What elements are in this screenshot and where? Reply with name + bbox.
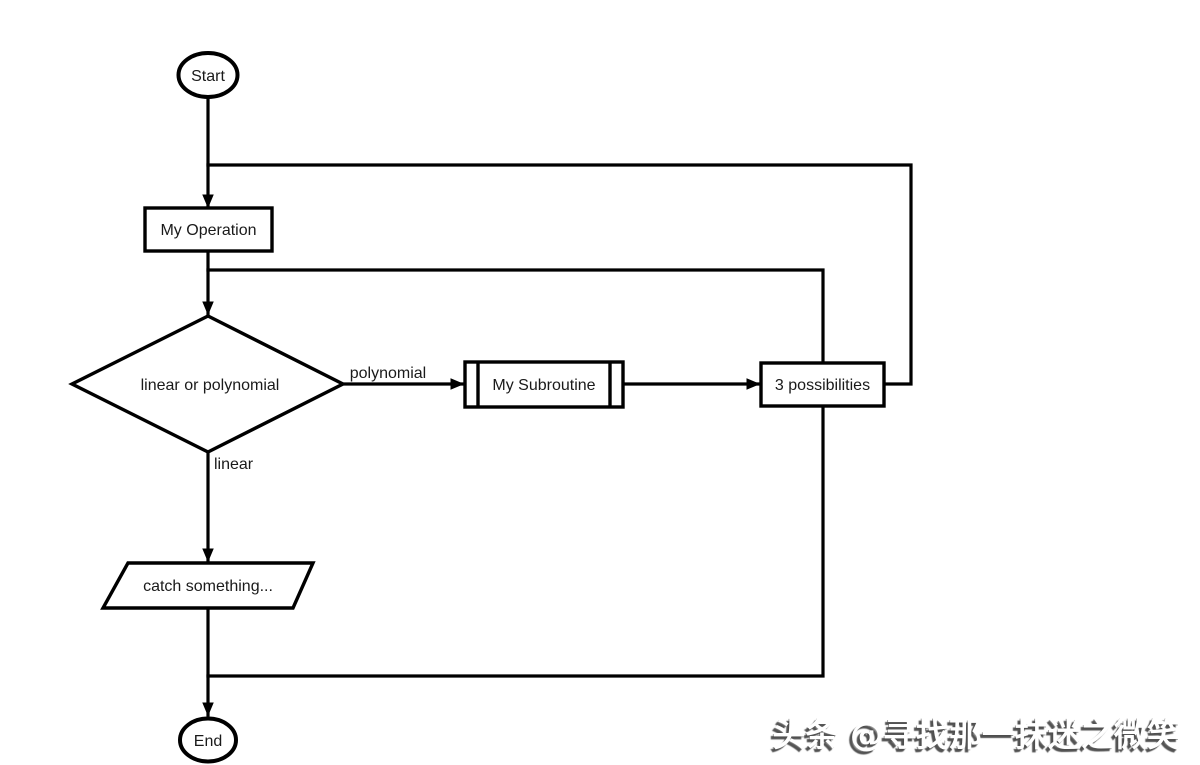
node-end: End	[178, 716, 238, 764]
my-operation-label: My Operation	[160, 222, 256, 239]
my-subroutine-shape	[463, 360, 625, 409]
node-three-possibilities: 3 possibilities	[759, 361, 886, 408]
decision-diamond-shape	[68, 314, 347, 454]
node-my-operation: My Operation	[143, 206, 274, 253]
node-my-subroutine: My Subroutine	[463, 360, 625, 409]
edge-labels: polynomial linear	[214, 365, 426, 473]
start-label: Start	[191, 68, 225, 85]
start-terminator-shape	[176, 51, 240, 99]
watermark-text: 头条 @寻找那一抹迷之微笑	[772, 715, 1181, 754]
edge-three-possibilities-to-end	[206, 404, 825, 678]
my-operation-process-shape	[143, 206, 274, 253]
nodes: Start My Operation linear or polynomial …	[68, 51, 886, 764]
linear-edge-label: linear	[214, 456, 254, 473]
node-catch-something: catch something...	[100, 561, 316, 610]
catch-something-label: catch something...	[143, 578, 273, 595]
edges	[202, 95, 913, 717]
edge-three-possibilities-loop-to-decision	[206, 268, 825, 365]
end-label: End	[194, 733, 222, 750]
three-possibilities-shape	[759, 361, 886, 408]
end-terminator-shape	[178, 716, 238, 764]
edge-three-possibilities-loop-to-my-operation	[206, 163, 913, 386]
polynomial-edge-label: polynomial	[350, 365, 426, 382]
my-subroutine-label: My Subroutine	[492, 377, 595, 394]
catch-something-parallelogram-shape	[100, 561, 316, 610]
node-decision: linear or polynomial	[68, 314, 347, 454]
three-possibilities-label: 3 possibilities	[775, 377, 870, 394]
decision-label: linear or polynomial	[141, 377, 280, 394]
node-start: Start	[176, 51, 240, 99]
